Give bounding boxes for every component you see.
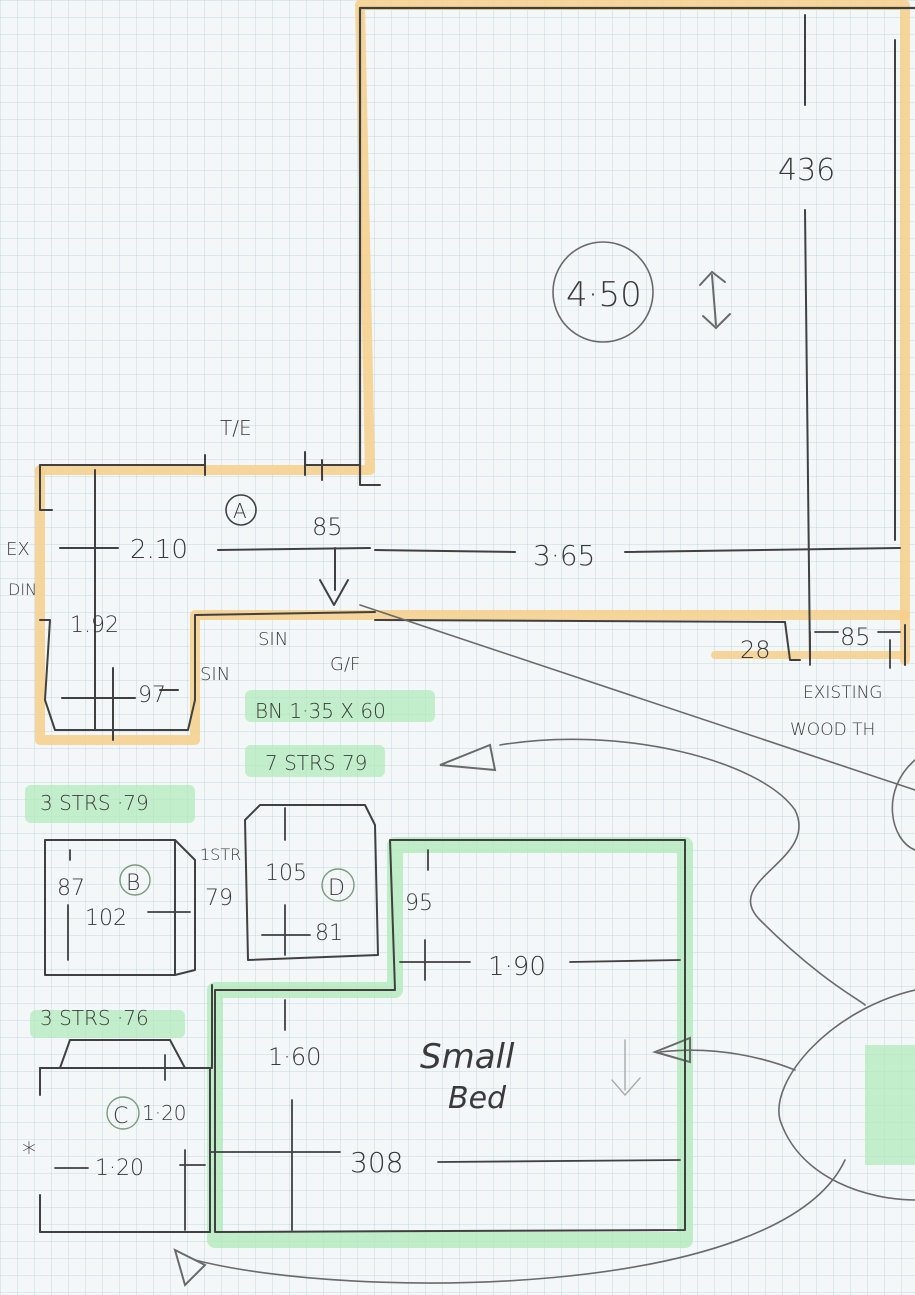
box-d-depth: 105 [265, 861, 307, 886]
end-a-label: 28 [740, 636, 771, 664]
small-bed-depth: 1·60 [268, 1043, 321, 1071]
room-area-label: 4·50 [566, 275, 642, 315]
box-b-depth: 87 [57, 876, 85, 901]
box-d-letter: D [328, 876, 345, 901]
box-c-width: 1·20 [95, 1156, 144, 1181]
area-a-circle [225, 494, 257, 526]
box-c: C 1·20 1·20 * [22, 984, 213, 1233]
gf-label: G/F [330, 654, 360, 675]
small-bed-label-2: Bed [448, 1081, 507, 1116]
pencil-arrows [173, 604, 915, 1287]
box-b: B 87 102 [44, 839, 196, 976]
wood-label: WOOD TH [790, 720, 875, 740]
area-a-letter: A [233, 499, 247, 523]
small-bed-label-1: Small [420, 1037, 515, 1077]
down-arrow-icon [319, 579, 349, 606]
box-d-width: 81 [315, 921, 343, 946]
orange-highlight [35, 0, 910, 745]
stairs-1-value: 79 [205, 886, 233, 911]
box-b-letter: B [126, 871, 140, 896]
box-b-width: 102 [85, 906, 127, 931]
end-b-label: 85 [840, 623, 871, 651]
sin-left-label: SIN [200, 664, 230, 685]
small-bed-depth-top: 95 [405, 891, 433, 916]
room-height-label: 436 [778, 153, 835, 188]
small-bed-width: 308 [350, 1146, 403, 1179]
box-c-depth: 1·20 [142, 1101, 187, 1125]
star-mark: * [22, 1136, 36, 1169]
corridor-length-label: 3·65 [533, 539, 595, 572]
stairs-1-note: 1STR [200, 845, 241, 864]
bn-note: BN 1·35 X 60 [255, 699, 386, 723]
upper-room: 436 4·50 [358, 6, 915, 661]
din-label: DIN [8, 580, 37, 599]
sin-right-label: SIN [258, 629, 288, 650]
step-label: 97 [138, 683, 166, 708]
ex-label: EX [6, 539, 30, 560]
box-c-letter: C [113, 1104, 128, 1129]
green-highlight [25, 690, 915, 1248]
stairs-d-note: 7 STRS 79 [265, 751, 367, 775]
small-bed: Small Bed 95 1·90 1·60 308 [209, 839, 686, 1233]
corridor-depth-label: 1.92 [70, 613, 119, 638]
door-width-label: 85 [312, 513, 343, 541]
te-label: T/E [220, 416, 252, 440]
stairs-c-note: 3 STRS ·76 [40, 1006, 149, 1030]
corridor-width-label: 2.10 [130, 535, 188, 565]
double-arrow-icon [699, 270, 731, 330]
corridor [39, 451, 906, 741]
area-circle [552, 241, 654, 343]
existing-label: EXISTING [803, 683, 882, 703]
box-d: D 105 81 [244, 804, 379, 961]
small-bed-width-top: 1·90 [488, 952, 546, 982]
stairs-b-note: 3 STRS ·79 [40, 791, 149, 815]
